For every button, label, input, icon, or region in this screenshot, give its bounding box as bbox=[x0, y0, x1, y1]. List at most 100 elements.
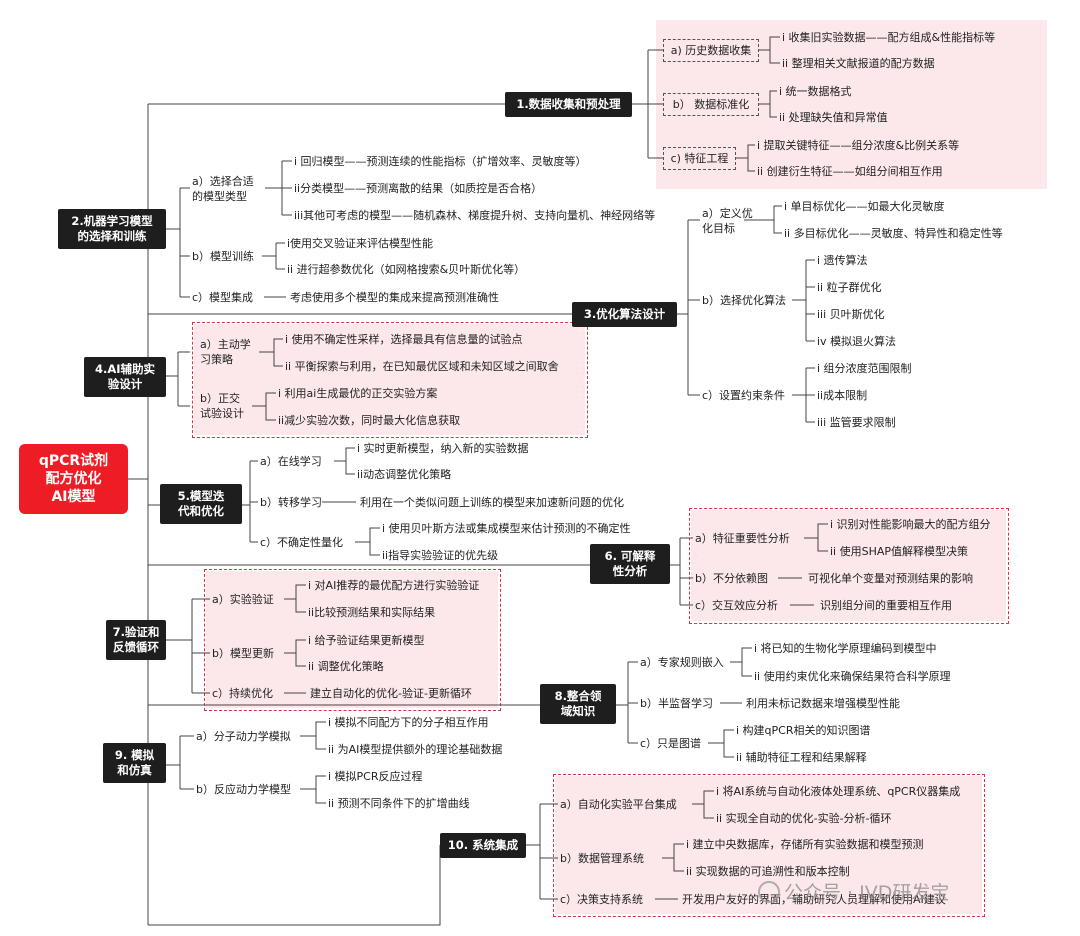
s7-c-label: c）持续优化 bbox=[212, 687, 274, 700]
s7-c1: 建立自动化的优化-验证-更新循环 bbox=[310, 687, 472, 700]
section-8-box: 8.整合领 域知识 bbox=[540, 684, 616, 724]
s10-c-label: c）决策支持系统 bbox=[560, 893, 644, 906]
highlight-fill-validation bbox=[206, 571, 498, 708]
s1-c-label: c) 特征工程 bbox=[663, 147, 736, 170]
s9-a-label: a）分子动力学模拟 bbox=[196, 730, 291, 743]
watermark-text: 公众号 · IVD研发宝 bbox=[784, 882, 950, 904]
s4-a1: i 使用不确定性采样，选择最具有信息量的试验点 bbox=[285, 333, 523, 346]
s6-a-label: a）特征重要性分析 bbox=[695, 532, 790, 545]
s5-c1: i 使用贝叶斯方法或集成模型来估计预测的不确定性 bbox=[382, 522, 631, 535]
s6-c-label: c）交互效应分析 bbox=[695, 599, 779, 612]
s1-a-label: a) 历史数据收集 bbox=[663, 39, 759, 62]
s5-b-label: b）转移学习 bbox=[260, 496, 322, 509]
s10-b-label: b）数据管理系统 bbox=[560, 852, 644, 865]
s6-b-label: b）不分依赖图 bbox=[695, 572, 768, 585]
s9-b2: ii 预测不同条件下的扩增曲线 bbox=[328, 797, 470, 810]
highlight-region-validation bbox=[204, 569, 501, 711]
highlight-region-data bbox=[656, 20, 1047, 189]
s4-b1: i 利用ai生成最优的正交实验方案 bbox=[278, 387, 438, 400]
s7-a1: i 对AI推荐的最优配方进行实验验证 bbox=[308, 579, 480, 592]
s6-a1: i 识别对性能影响最大的配方组分 bbox=[830, 518, 991, 531]
highlight-region-integration bbox=[553, 774, 985, 917]
s3-c3: iii 监管要求限制 bbox=[817, 416, 896, 429]
section-3-box: 3.优化算法设计 bbox=[572, 302, 677, 327]
s1-b-label: b） 数据标准化 bbox=[663, 93, 759, 116]
s1-c1: i 提取关键特征——组分浓度&比例关系等 bbox=[757, 139, 960, 152]
s10-a-label: a）自动化实验平台集成 bbox=[560, 798, 677, 811]
section-4-box: 4.AI辅助实 验设计 bbox=[84, 357, 166, 397]
s3-a2: ii 多目标优化——灵敏度、特异性和稳定性等 bbox=[784, 227, 1003, 240]
s6-a2: ii 使用SHAP值解释模型决策 bbox=[830, 545, 969, 558]
s7-a-label: a）实验验证 bbox=[212, 593, 274, 606]
s8-c1: i 构建qPCR相关的知识图谱 bbox=[736, 724, 871, 737]
s6-b1: 可视化单个变量对预测结果的影响 bbox=[808, 572, 973, 585]
s8-a2: ii 使用约束优化来确保结果符合科学原理 bbox=[754, 670, 951, 683]
s3-c2: ii成本限制 bbox=[817, 389, 868, 402]
s3-b3: iii 贝叶斯优化 bbox=[817, 308, 885, 321]
s9-b-label: b）反应动力学模型 bbox=[196, 783, 291, 796]
s5-a1: i 实时更新模型，纳入新的实验数据 bbox=[357, 442, 529, 455]
s2-a-label: a）选择合适 的模型类型 bbox=[192, 175, 254, 203]
s1-b1: i 统一数据格式 bbox=[779, 85, 852, 98]
s9-a1: i 模拟不同配方下的分子相互作用 bbox=[328, 716, 489, 729]
s3-a1: i 单目标优化——如最大化灵敏度 bbox=[784, 200, 945, 213]
s2-c-label: c）模型集成 bbox=[192, 291, 254, 304]
root-topic: qPCR试剂 配方优化 AI模型 bbox=[19, 444, 128, 514]
s3-b2: ii 粒子群优化 bbox=[817, 281, 882, 294]
s4-b2: ii减少实验次数，同时最大化信息获取 bbox=[278, 414, 461, 427]
highlight-region-interpretability bbox=[689, 508, 1009, 624]
highlight-region-ai-design bbox=[192, 322, 588, 438]
s3-b1: i 遗传算法 bbox=[817, 254, 868, 267]
s9-b1: i 模拟PCR反应过程 bbox=[328, 770, 423, 783]
watermark: 公众号 · IVD研发宝 bbox=[758, 878, 949, 905]
s5-a-label: a）在线学习 bbox=[260, 455, 322, 468]
wechat-icon bbox=[758, 880, 780, 903]
s8-a1: i 将已知的生物化学原理编码到模型中 bbox=[754, 642, 937, 655]
section-10-box: 10. 系统集成 bbox=[440, 833, 526, 858]
s2-a2: ii分类模型——预测离散的结果（如质控是否合格） bbox=[294, 182, 543, 195]
s8-a-label: a）专家规则嵌入 bbox=[640, 656, 724, 669]
s8-c2: ii 辅助特征工程和结果解释 bbox=[736, 751, 867, 764]
s3-a-label: a）定义优 化目标 bbox=[702, 207, 753, 235]
s7-a2: ii比较预测结果和实际结果 bbox=[308, 606, 436, 619]
s3-c-label: c）设置约束条件 bbox=[702, 389, 786, 402]
s2-c1: 考虑使用多个模型的集成来提高预测准确性 bbox=[290, 291, 499, 304]
s3-b-label: b）选择优化算法 bbox=[702, 294, 786, 307]
s10-a2: ii 实现全自动的优化-实验-分析-循环 bbox=[716, 812, 892, 825]
s2-b2: ii 进行超参数优化（如网格搜索&贝叶斯优化等） bbox=[287, 263, 526, 276]
s5-a2: ii动态调整优化策略 bbox=[357, 468, 452, 481]
s1-a1: i 收集旧实验数据——配方组成&性能指标等 bbox=[782, 31, 996, 44]
s1-c2: ii 创建衍生特征——如组分间相互作用 bbox=[757, 165, 943, 178]
s4-b-label: b）正交 试验设计 bbox=[200, 392, 244, 420]
s4-a-label: a）主动学 习策略 bbox=[200, 338, 251, 366]
section-2-box: 2.机器学习模型 的选择和训练 bbox=[58, 209, 166, 249]
s9-a2: ii 为AI模型提供额外的理论基础数据 bbox=[328, 743, 503, 756]
s10-a1: i 将AI系统与自动化液体处理系统、qPCR仪器集成 bbox=[716, 785, 961, 798]
highlight-fill-ai-design bbox=[194, 324, 585, 435]
section-7-box: 7.验证和 反馈循环 bbox=[106, 620, 166, 660]
s2-a1: i 回归模型——预测连续的性能指标（扩增效率、灵敏度等） bbox=[294, 155, 587, 168]
highlight-fill-interpretability bbox=[691, 510, 1006, 621]
s10-b2: ii 实现数据的可追溯性和版本控制 bbox=[686, 865, 850, 878]
s2-a3: iii其他可考虑的模型——随机森林、梯度提升树、支持向量机、神经网络等 bbox=[294, 209, 656, 222]
s6-c1: 识别组分间的重要相互作用 bbox=[820, 599, 952, 612]
s1-a2: ii 整理相关文献报道的配方数据 bbox=[782, 57, 935, 70]
s7-b-label: b）模型更新 bbox=[212, 647, 274, 660]
section-9-box: 9. 模拟 和仿真 bbox=[103, 743, 166, 783]
s3-c1: i 组分浓度范围限制 bbox=[817, 362, 912, 375]
s2-b1: i使用交叉验证来评估模型性能 bbox=[287, 237, 434, 250]
s4-a2: ii 平衡探索与利用，在已知最优区域和未知区域之间取舍 bbox=[285, 360, 559, 373]
s5-b1: 利用在一个类似问题上训练的模型来加速新问题的优化 bbox=[360, 496, 624, 509]
s5-c2: ii指导实验验证的优先级 bbox=[382, 549, 499, 562]
section-5-box: 5.模型迭 代和优化 bbox=[160, 484, 242, 524]
s8-c-label: c）只是图谱 bbox=[640, 737, 702, 750]
section-6-box: 6. 可解释 性分析 bbox=[590, 544, 670, 584]
s10-c1: 开发用户友好的界面，辅助研究人员理解和使用AI建议 bbox=[682, 893, 946, 906]
s7-b2: ii 调整优化策略 bbox=[308, 660, 384, 673]
s10-b1: i 建立中央数据库，存储所有实验数据和模型预测 bbox=[686, 838, 924, 851]
s3-b4: iv 模拟退火算法 bbox=[817, 335, 897, 348]
s7-b1: i 给予验证结果更新模型 bbox=[308, 634, 425, 647]
s1-b2: ii 处理缺失值和异常值 bbox=[779, 111, 888, 124]
s5-c-label: c）不确定性量化 bbox=[260, 536, 344, 549]
